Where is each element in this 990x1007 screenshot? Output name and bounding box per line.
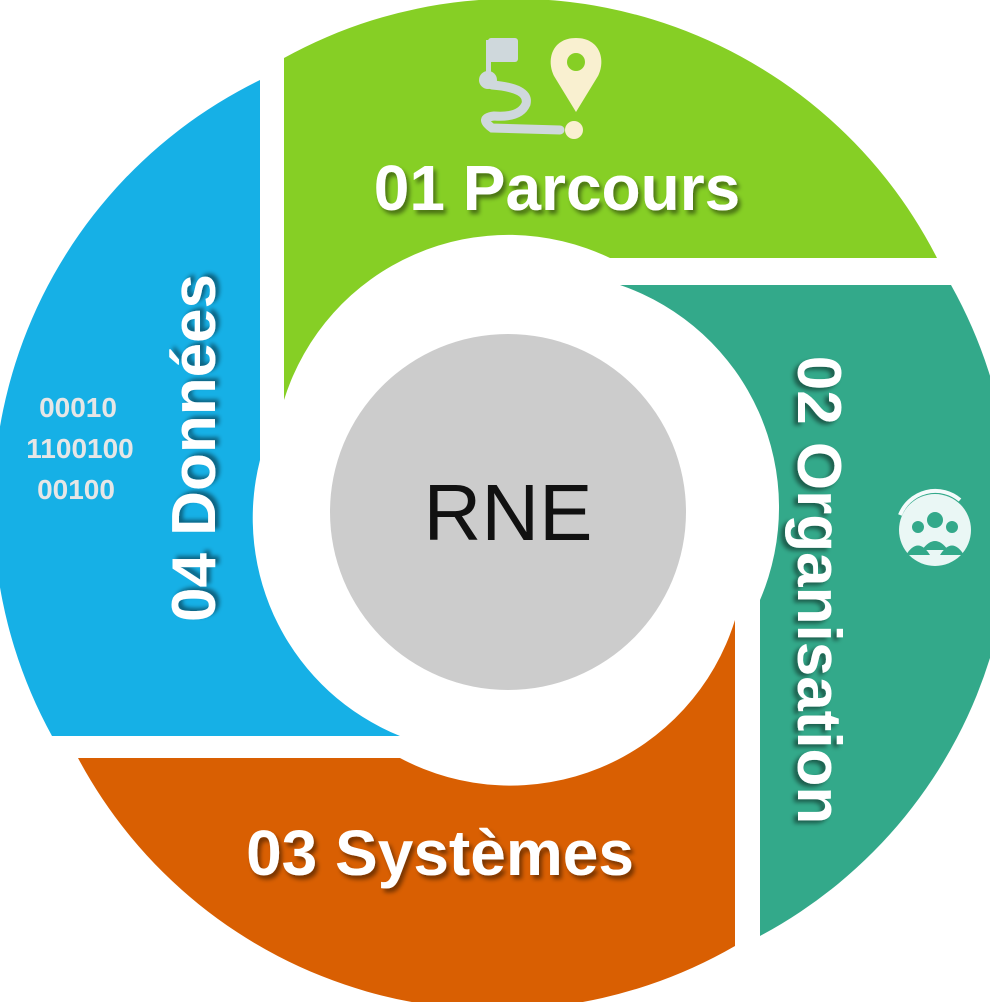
binary-line: 00100 bbox=[37, 474, 115, 505]
binary-line: 00010 bbox=[39, 392, 117, 423]
center-circle bbox=[330, 334, 686, 690]
segment-organisation bbox=[620, 285, 990, 936]
segment-systemes bbox=[78, 620, 735, 1007]
segment-parcours-shape bbox=[284, 0, 937, 400]
binary-line: 1100100 bbox=[26, 433, 133, 464]
segment-label-donnees: 04 Données bbox=[160, 274, 229, 622]
center-label: RNE bbox=[424, 468, 593, 557]
team-cycle-icon bbox=[898, 488, 971, 566]
route-pin-icon bbox=[479, 38, 602, 139]
segment-label-systemes: 03 Systèmes bbox=[246, 817, 634, 889]
segment-systemes-shape bbox=[78, 620, 735, 1007]
binary-icon: 00010 1100100 00100 bbox=[26, 392, 133, 505]
segment-label-parcours: 01 Parcours bbox=[374, 152, 740, 224]
segment-organisation-shape bbox=[620, 285, 990, 936]
segment-donnees-shape bbox=[0, 80, 400, 736]
segment-parcours bbox=[284, 0, 937, 400]
segment-label-organisation: 02 Organisation bbox=[784, 356, 853, 825]
segment-donnees bbox=[0, 80, 400, 736]
